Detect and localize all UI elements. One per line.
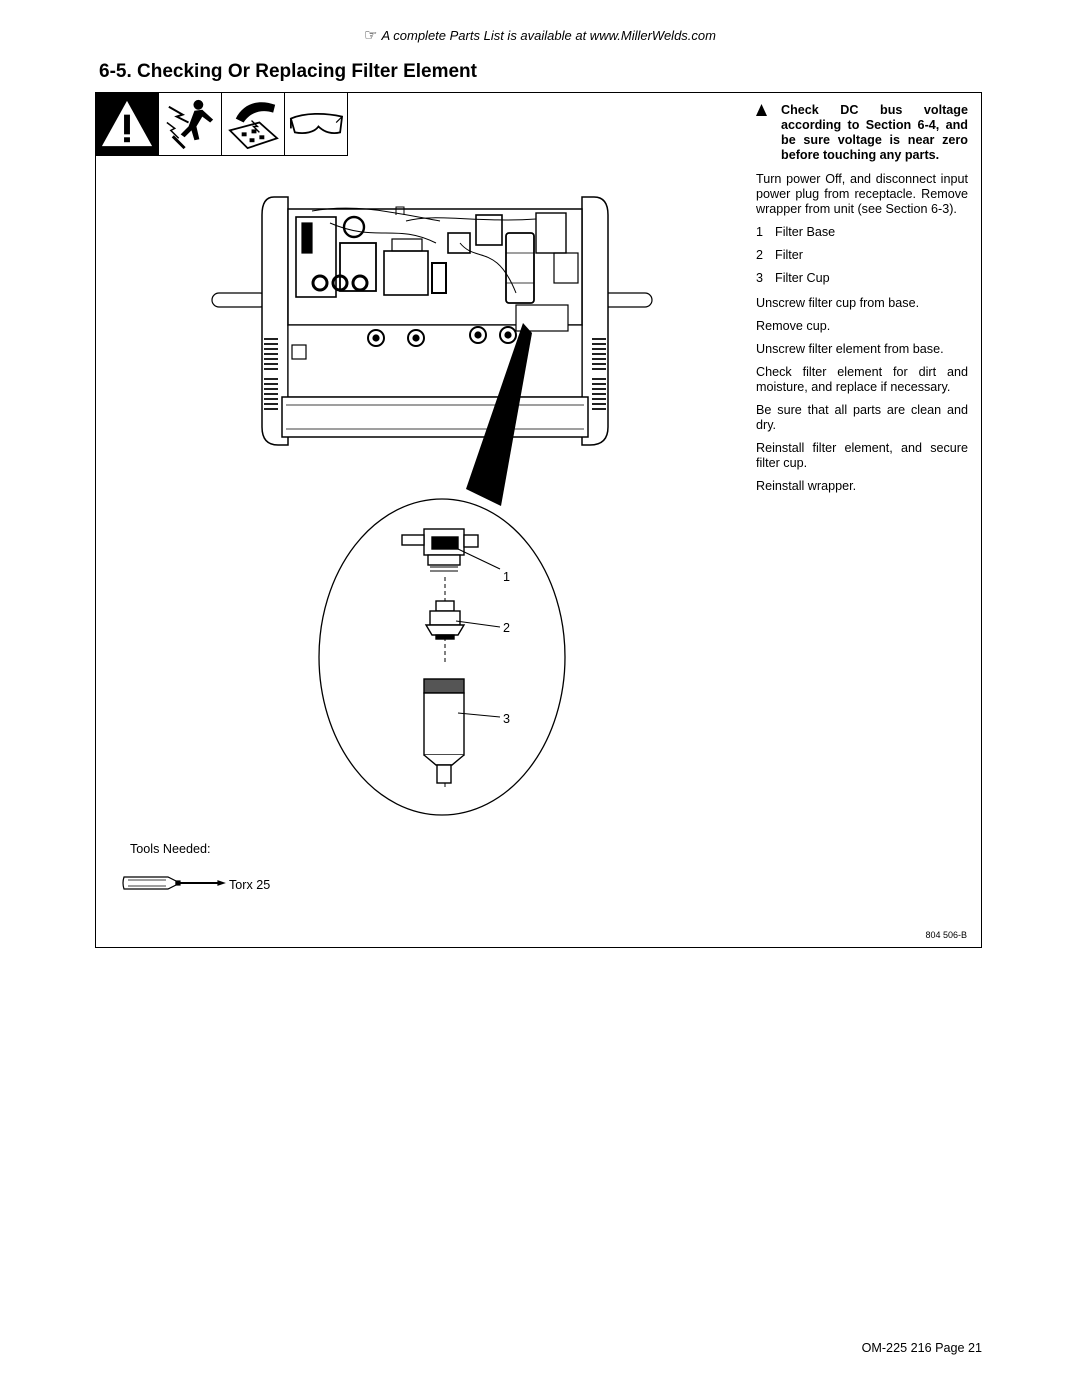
step: Reinstall filter element, and secure fil…: [756, 441, 968, 470]
step: Remove cup.: [756, 319, 831, 333]
torx-tool-label: Torx 25: [229, 878, 271, 892]
step: Unscrew filter element from base.: [756, 342, 944, 356]
legend-item: 3 Filter Cup: [756, 271, 968, 286]
step: Be sure that all parts are clean and dry…: [756, 403, 968, 432]
detail-ellipse: [318, 498, 566, 816]
procedure-frame: 1 2 3 Tools Needed: Torx 25 804 506-B Ch…: [95, 92, 982, 948]
filter-cup-drawing: [423, 678, 465, 784]
legend-number: 2: [756, 248, 764, 262]
instructions-column: Check DC bus voltage according to Sectio…: [756, 103, 968, 502]
callout-2: 2: [503, 621, 511, 635]
leader-line-1: [457, 548, 501, 570]
filter-base-drawing: [401, 528, 479, 572]
magnifier-wedge: [466, 323, 532, 506]
parts-list-note-text: A complete Parts List is available at ww…: [381, 28, 716, 43]
step: Unscrew filter cup from base.: [756, 296, 920, 310]
page-footer: OM-225 216 Page 21: [861, 1341, 982, 1355]
pointing-hand-icon: ☞: [364, 27, 378, 44]
leader-line-3: [457, 712, 501, 718]
step: Check filter element for dirt and moistu…: [756, 365, 968, 394]
legend-label: Filter Cup: [775, 271, 830, 285]
warning-block: Check DC bus voltage according to Sectio…: [756, 103, 968, 163]
legend-item: 2 Filter: [756, 248, 968, 263]
static-electricity-icon: [222, 93, 285, 156]
instructions-intro: Turn power Off, and disconnect input pow…: [756, 172, 968, 216]
warning-triangle-icon: [96, 93, 159, 156]
legend-label: Filter Base: [775, 225, 836, 239]
drawing-id: 804 506-B: [925, 930, 967, 940]
safety-icons: [96, 93, 348, 156]
callout-3: 3: [503, 712, 511, 726]
parts-list-note: ☞A complete Parts List is available at w…: [0, 26, 1080, 44]
warning-text: Check DC bus voltage according to Sectio…: [781, 103, 968, 162]
legend-item: 1 Filter Base: [756, 225, 968, 240]
safety-glasses-icon: [285, 93, 348, 156]
welder-unit-drawing: [211, 196, 653, 446]
filter-replacement-diagram: [122, 196, 653, 890]
screwdriver-icon: [122, 876, 226, 890]
callout-1: 1: [503, 570, 511, 584]
filter-element-drawing: [424, 600, 466, 640]
legend-label: Filter: [775, 248, 803, 262]
warning-triangle-icon: [756, 104, 767, 116]
legend-number: 3: [756, 271, 764, 285]
electric-shock-icon: [159, 93, 222, 156]
leader-line-2: [455, 620, 501, 628]
legend-number: 1: [756, 225, 764, 239]
section-title: 6-5. Checking Or Replacing Filter Elemen…: [99, 61, 477, 82]
tools-needed-label: Tools Needed:: [130, 842, 211, 856]
step: Reinstall wrapper.: [756, 479, 857, 493]
